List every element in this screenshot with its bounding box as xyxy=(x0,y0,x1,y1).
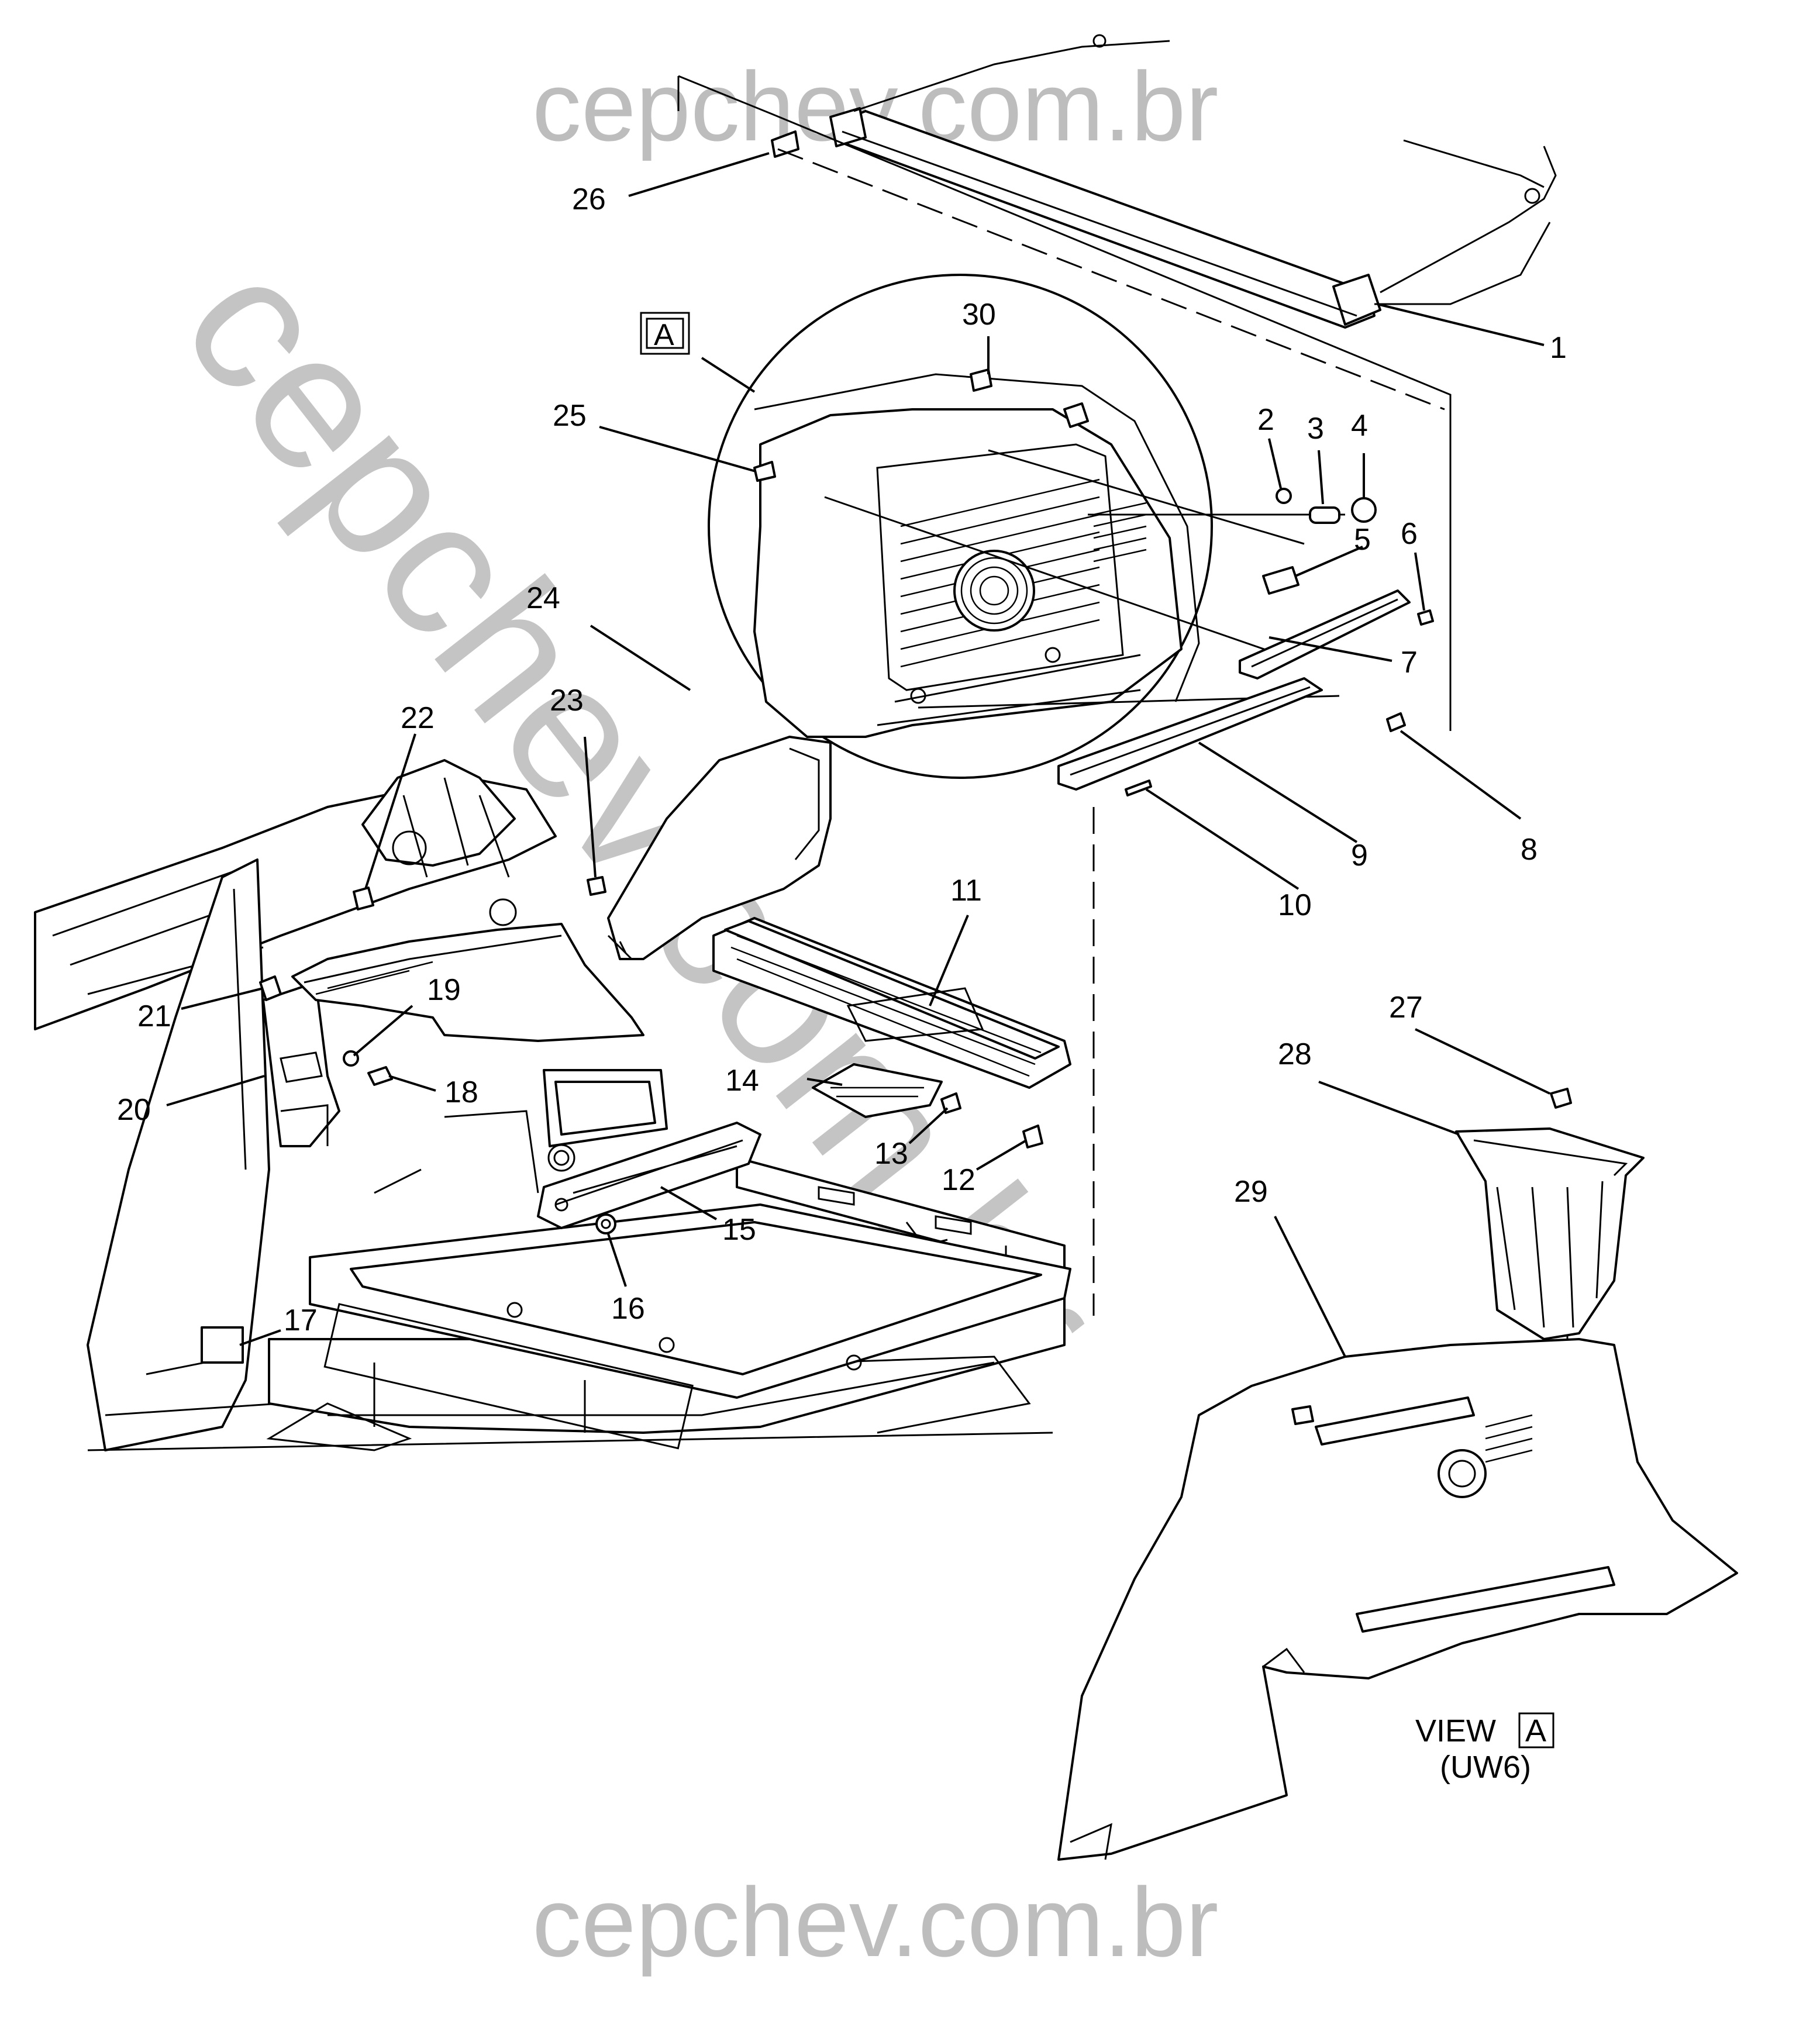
leader-lines xyxy=(166,152,1550,1357)
callout-18: 18 xyxy=(444,1075,478,1109)
callout-5: 5 xyxy=(1354,523,1371,557)
callout-14: 14 xyxy=(725,1064,759,1098)
part-17-tape-pad xyxy=(201,1326,244,1364)
view-ref-box xyxy=(1518,1712,1554,1748)
part-9-rail xyxy=(1057,677,1323,791)
view-label: VIEW A (UW6) xyxy=(1415,1712,1554,1785)
part-14-cover xyxy=(812,1063,943,1118)
part-27-fastener xyxy=(1550,1088,1572,1109)
callout-17: 17 xyxy=(284,1303,318,1337)
callout-8: 8 xyxy=(1521,833,1538,867)
part-12-clip xyxy=(1022,1125,1043,1148)
callout-10: 10 xyxy=(1278,888,1312,922)
callout-26: 26 xyxy=(572,182,606,216)
callout-23: 23 xyxy=(550,684,584,718)
part-22-clip xyxy=(353,887,374,910)
part-16-push-pin xyxy=(595,1213,616,1234)
view-ref-letter: A xyxy=(1525,1713,1546,1748)
part-8-nut xyxy=(1386,712,1406,732)
callout-16: 16 xyxy=(611,1292,645,1326)
part-7-rail xyxy=(1239,589,1411,680)
callout-27: 27 xyxy=(1389,991,1423,1025)
callout-12: 12 xyxy=(942,1163,976,1197)
callout-21: 21 xyxy=(137,999,171,1033)
part-18-retainer xyxy=(367,1066,393,1086)
part-10-screw xyxy=(1125,780,1152,796)
part-5-clip xyxy=(1262,566,1299,595)
part-23-fastener xyxy=(587,876,606,896)
quarter-upper-trim xyxy=(291,923,644,1042)
callout-22: 22 xyxy=(401,701,435,735)
part-2-bolt xyxy=(1276,488,1292,504)
callout-28: 28 xyxy=(1278,1037,1312,1071)
callout-20: 20 xyxy=(117,1093,151,1127)
part-4-nut xyxy=(1351,497,1377,523)
callout-7: 7 xyxy=(1401,646,1418,680)
callout-19: 19 xyxy=(427,973,461,1007)
part-20-lower-trim xyxy=(262,981,340,1147)
callout-3: 3 xyxy=(1307,412,1324,446)
detail-ref-letter: A xyxy=(654,318,674,352)
callout-13: 13 xyxy=(874,1137,908,1171)
part-21-clip xyxy=(259,975,282,1001)
part-24-upper-trim xyxy=(607,736,832,960)
detail-view-a xyxy=(708,274,1345,779)
cargo-floor-panel xyxy=(309,1203,1071,1450)
callout-1: 1 xyxy=(1550,331,1567,365)
callout-9: 9 xyxy=(1351,839,1368,872)
callout-30: 30 xyxy=(962,298,996,332)
part-29-quarter-trim xyxy=(1057,1338,1738,1861)
view-label-text: VIEW xyxy=(1415,1713,1496,1748)
part-15-rail-bracket xyxy=(537,1122,761,1229)
part-26-end-cap xyxy=(771,130,799,158)
callout-4: 4 xyxy=(1351,409,1368,443)
part-28-storage-bin xyxy=(1455,1127,1645,1340)
part-3-spacer xyxy=(1309,506,1340,524)
callout-11: 11 xyxy=(950,874,982,908)
part-6-screw xyxy=(1417,609,1434,626)
part-1-cargo-shade xyxy=(829,34,1557,329)
callout-6: 6 xyxy=(1401,517,1418,551)
view-option-code: (UW6) xyxy=(1440,1750,1531,1785)
part-30-clip xyxy=(970,368,992,392)
callout-2: 2 xyxy=(1257,403,1274,437)
callout-24: 24 xyxy=(526,581,560,615)
part-25-clip xyxy=(753,461,776,482)
detail-ref-box xyxy=(640,312,690,355)
callout-15: 15 xyxy=(722,1213,756,1247)
callout-29: 29 xyxy=(1234,1175,1268,1209)
callout-25: 25 xyxy=(553,399,587,433)
watermark-bottom: cepchev.com.br xyxy=(532,1867,1218,1977)
part-11-sill-plate xyxy=(712,917,1071,1089)
